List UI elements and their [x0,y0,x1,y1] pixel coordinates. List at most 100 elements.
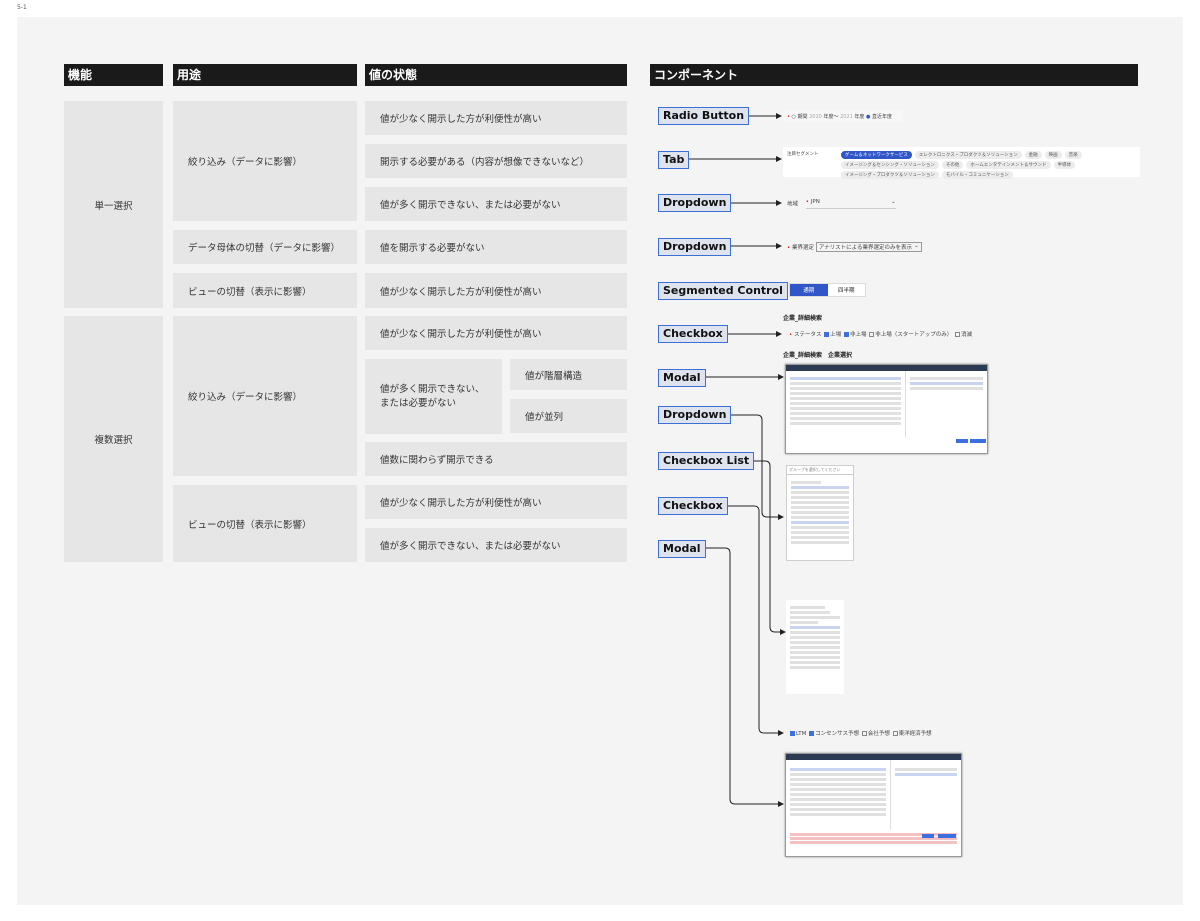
tab-chip-2[interactable]: エレクトロニクス・プロダクツ＆ソリューション [914,151,1022,159]
checkbox-list-preview [786,600,844,694]
single-population-value: 値を開示する必要がない [365,230,627,264]
radio-from-year[interactable]: 2020 [809,114,822,120]
industry-value: アナリストによる業界選定のみを表示 [818,245,912,251]
radio-to-year[interactable]: 2021 [840,114,853,120]
tab-chip-9[interactable]: 半導体 [1053,161,1076,169]
segment-annual[interactable]: 通期 [790,284,828,296]
single-filter-value-1: 値が少なく開示した方が利便性が高い [365,101,627,135]
tab-chip-7[interactable]: その他 [941,161,964,169]
component-segmented-control: Segmented Control [658,282,788,300]
multi-hierarchy: 値が階層構造 [510,359,627,390]
radio-preview: • ○ 期間 2020 年度〜 2021 年度 ● 直近年度 [783,110,903,122]
tab-chip-11[interactable]: モバイル・コミュニケーション [941,171,1013,179]
tab-chip-8[interactable]: ホームエンタテインメント＆サウンド [966,161,1051,169]
checkbox-ltm-label: LTM [796,731,807,737]
tab-preview: 注目セグメント ゲーム＆ネットワークサービス エレクトロニクス・プロダクツ＆ソリ… [783,147,1140,179]
header-value-state: 値の状態 [365,64,627,86]
component-modal-1: Modal [658,369,706,387]
checkbox-company[interactable] [861,731,867,736]
checkbox-listed-label: 上場 [830,332,842,338]
checkbox-list-dropdown-preview: グループを選択してください [786,465,854,561]
tab-chip-5[interactable]: 音楽 [1064,151,1082,159]
region-dropdown-preview: 地域 • JPN ⌄ [787,199,896,209]
segmented-control-preview: 通期 四半期 [789,283,866,297]
chevron-down-icon: ⌄ [914,243,919,249]
multi-filter-value-1: 値が少なく開示した方が利便性が高い [365,316,627,350]
tab-label: 注目セグメント [787,152,819,157]
tab-chip-10[interactable]: イメージング・プロダクツ＆ソリューション [841,171,939,179]
modal-2-ok-button[interactable] [922,834,934,838]
component-modal-2: Modal [658,540,706,558]
modal-1-apply-button[interactable] [970,439,986,443]
radio-period-label: 期間 [797,114,808,120]
component-checkbox-list: Checkbox List [658,452,755,470]
checkbox-company-label: 会社予想 [867,731,890,737]
region-label: 地域 [787,201,799,208]
checkbox-startup[interactable] [869,332,875,337]
component-dropdown-1: Dropdown [658,194,732,212]
single-filter-value-3: 値が多く開示できない、または必要がない [365,187,627,221]
radio-icon[interactable]: ○ [791,114,796,120]
single-view-value: 値が少なく開示した方が利便性が高い [365,273,627,308]
multi-filter-usage: 絞り込み（データに影響） [173,316,357,476]
multi-view-value-1: 値が少なく開示した方が利便性が高い [365,485,627,519]
industry-dropdown-preview: • 業界選定 アナリストによる業界選定のみを表示 ⌄ [787,242,922,252]
single-filter-usage: 絞り込み（データに影響） [173,101,357,221]
list-placeholder[interactable]: グループを選択してください [787,466,853,475]
radio-from-label: 年度〜 [823,114,839,120]
tab-chip-1[interactable]: ゲーム＆ネットワークサービス [841,151,912,159]
multi-parallel: 値が並列 [510,399,627,433]
single-population-usage: データ母体の切替（データに影響） [173,230,357,264]
frame-label: 5-1 [17,4,27,11]
search-title: 企業_詳細検索 [783,315,823,322]
status-label: ステータス [794,332,822,338]
single-filter-value-2: 開示する必要がある（内容が想像できないなど） [365,144,627,178]
checkbox-startup-label: 非上場（スタートアップのみ） [875,332,953,338]
checkbox-toyo[interactable] [892,731,898,736]
multi-select-label: 複数選択 [64,316,163,562]
checkbox-ltm[interactable] [790,731,795,736]
checkbox-unlisted-label: 非上場 [850,332,867,338]
multi-filter-value-2: 値が多く開示できない、 または必要がない [365,359,502,434]
checkbox-dissolved[interactable] [955,332,961,337]
modal-preview-2 [785,753,962,857]
header-usage: 用途 [173,64,357,86]
checkbox-unlisted[interactable] [844,332,850,337]
checkbox-consensus[interactable] [809,731,815,736]
header-function: 機能 [64,64,163,86]
tab-chip-4[interactable]: 映画 [1044,151,1062,159]
component-dropdown-3: Dropdown [658,406,732,424]
modal-2-apply-button[interactable] [938,834,956,838]
status-checkbox-preview: • ステータス 上場 非上場 非上場（スタートアップのみ） 消滅 [789,332,973,338]
checkbox-toyo-label: 東洋経済予想 [898,731,932,737]
component-tab: Tab [658,151,690,169]
component-dropdown-2: Dropdown [658,238,732,256]
single-view-usage: ビューの切替（表示に影響） [173,273,357,308]
radio-selected-icon[interactable]: ● [866,114,871,120]
checkbox-consensus-label: コンセンサス予想 [815,731,860,737]
checkbox-listed[interactable] [824,332,830,337]
multi-filter-value-2-line1: 値が多く開示できない、 [380,383,485,395]
region-value[interactable]: JPN [810,199,820,205]
header-component: コンポーネント [650,64,1138,86]
multi-view-value-2: 値が多く開示できない、または必要がない [365,528,627,562]
radio-latest-label: 直近年度 [871,114,892,120]
multi-filter-value-2-line2: または必要がない [380,397,457,409]
modal-1-ok-button[interactable] [956,439,968,443]
industry-label: 業界選定 [792,245,815,251]
company-select-title: 企業_詳細検索 企業選択 [783,352,853,359]
single-select-label: 単一選択 [64,101,163,308]
tab-chip-6[interactable]: イメージング＆センシング・ソリューション [841,161,939,169]
component-checkbox-2: Checkbox [658,497,728,515]
checkbox-dissolved-label: 消滅 [961,332,973,338]
industry-select[interactable]: アナリストによる業界選定のみを表示 ⌄ [815,242,922,252]
segment-quarter[interactable]: 四半期 [837,288,855,294]
multi-filter-value-3: 値数に関わらず開示できる [365,442,627,476]
component-radio-button: Radio Button [658,107,750,125]
radio-to-label: 年度 [854,114,865,120]
multi-view-usage: ビューの切替（表示に影響） [173,485,357,562]
chevron-down-icon[interactable]: ⌄ [891,199,896,205]
modal-preview-1 [785,364,988,454]
tab-chip-3[interactable]: 金融 [1024,151,1042,159]
component-checkbox-1: Checkbox [658,325,728,343]
